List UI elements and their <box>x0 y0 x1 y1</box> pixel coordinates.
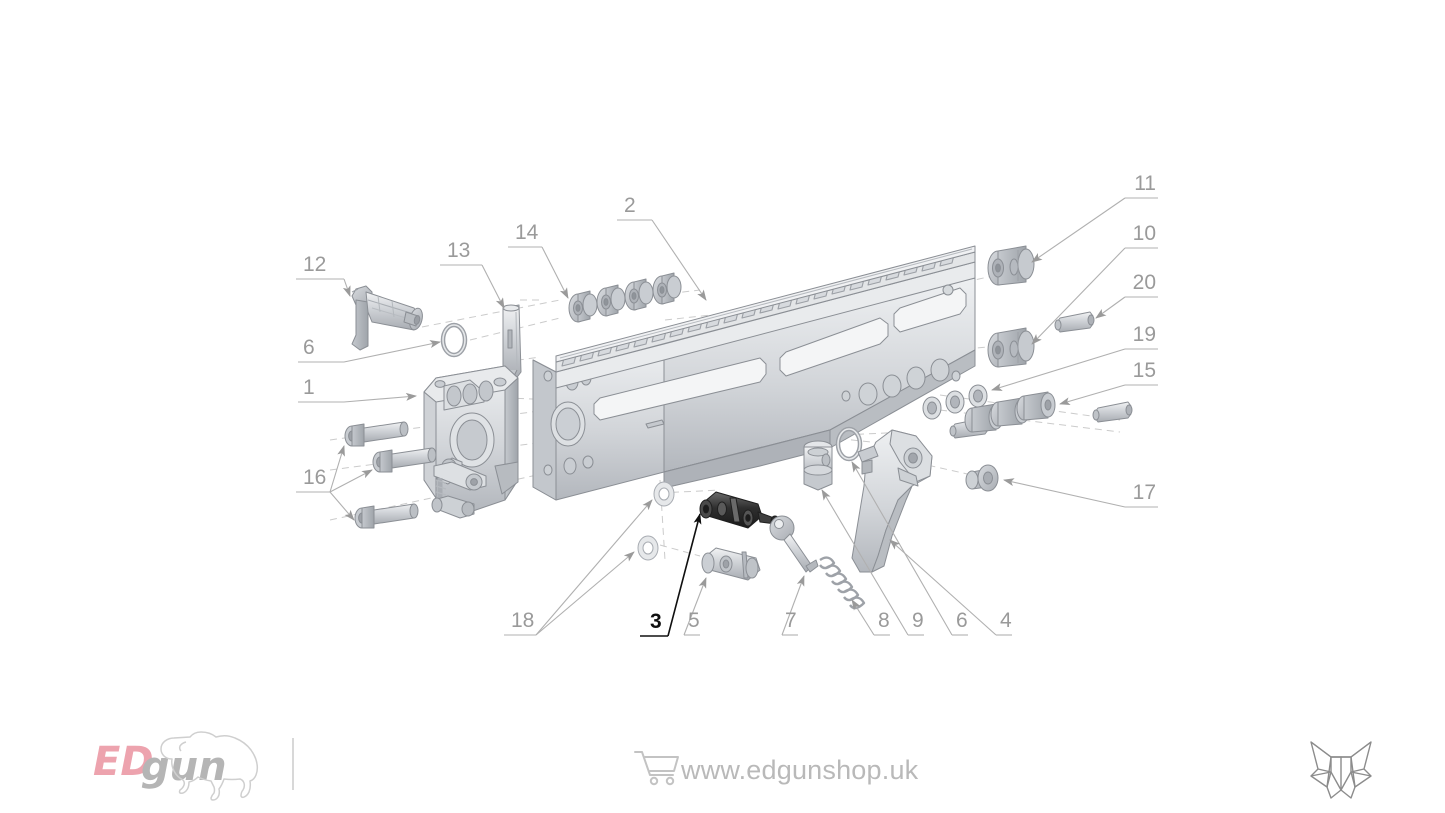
geometric-wolf-head-icon <box>1310 741 1372 799</box>
leader-6-left <box>298 340 441 363</box>
part-barrel-clamp-block <box>423 365 519 519</box>
part-socket-head-screws <box>344 421 437 529</box>
part-dowel-pin-lower <box>1092 401 1133 423</box>
leader-3 <box>640 513 702 637</box>
part-spring-sleeve <box>803 440 833 491</box>
part-o-ring-trigger <box>835 426 863 462</box>
callout-2: 2 <box>624 194 636 217</box>
callout-5: 5 <box>688 609 700 632</box>
leader-12 <box>296 278 351 297</box>
callout-13: 13 <box>447 239 470 262</box>
leader-11 <box>1031 197 1158 263</box>
part-receiver-body <box>532 245 976 501</box>
leader-13 <box>440 264 505 309</box>
leader-10 <box>1031 247 1158 345</box>
leader-9 <box>821 489 924 636</box>
callout-3: 3 <box>650 610 662 633</box>
part-rail-bushings <box>568 272 682 323</box>
part-coil-spring <box>819 556 866 610</box>
callout-6-left: 6 <box>303 336 315 359</box>
callout-9: 9 <box>912 609 924 632</box>
callout-numbers: 12 13 14 2 11 10 20 19 15 6 1 16 17 18 3… <box>303 172 1156 633</box>
leader-2 <box>617 219 707 301</box>
callout-18: 18 <box>511 609 534 632</box>
leader-17 <box>1003 478 1158 508</box>
part-barrel-bushing-lower <box>987 327 1035 368</box>
callout-1: 1 <box>303 376 315 399</box>
callout-16: 16 <box>303 466 326 489</box>
callout-11: 11 <box>1134 172 1156 195</box>
leader-18 <box>504 499 653 636</box>
callout-7: 7 <box>785 609 797 632</box>
part-cocking-bolt-handle <box>351 285 423 351</box>
callout-10: 10 <box>1133 222 1156 245</box>
logo-text-ed: ED <box>93 739 154 785</box>
part-barrel-bushing-upper <box>987 245 1035 286</box>
callout-12: 12 <box>303 253 326 276</box>
part-sear-assembly-highlighted <box>699 491 780 529</box>
leader-14 <box>508 246 569 299</box>
leader-8 <box>851 599 890 636</box>
part-washers <box>922 384 988 420</box>
callout-6-trigger: 6 <box>956 609 968 632</box>
leader-1 <box>298 392 417 403</box>
shop-url-text: www.edgunshop.uk <box>680 755 919 785</box>
leader-19 <box>991 348 1158 391</box>
callout-4: 4 <box>1000 609 1012 632</box>
callout-15: 15 <box>1133 359 1156 382</box>
leader-15 <box>1059 384 1158 406</box>
callout-14: 14 <box>515 221 539 244</box>
part-adjustment-rod-with-ball <box>769 515 819 573</box>
edgun-logo[interactable]: ED gun <box>93 731 294 801</box>
leader-7 <box>781 575 805 636</box>
part-button-head-screw <box>965 464 999 492</box>
leader-5 <box>683 577 707 636</box>
part-dowel-pin-upper <box>1054 311 1095 333</box>
callout-17: 17 <box>1133 481 1156 504</box>
part-o-ring-left <box>440 322 468 358</box>
shop-url-group[interactable]: www.edgunshop.uk <box>634 751 919 786</box>
leader-20 <box>1095 296 1158 319</box>
leader-6-trigger <box>851 461 968 636</box>
rottweiler-silhouette-icon <box>160 731 259 801</box>
leader-4 <box>889 539 1012 636</box>
part-trigger-blade <box>851 429 933 573</box>
leader-16 <box>296 445 373 521</box>
callout-20: 20 <box>1133 271 1156 294</box>
callout-8: 8 <box>878 609 890 632</box>
part-thin-washers <box>637 481 675 561</box>
part-trigger-sear-barrel <box>701 547 761 581</box>
part-spacer-bushings <box>964 391 1056 433</box>
shopping-cart-icon <box>634 751 679 786</box>
callout-19: 19 <box>1133 323 1156 346</box>
